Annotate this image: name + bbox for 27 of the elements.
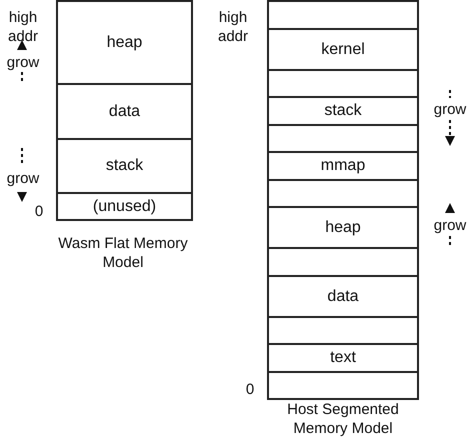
direction-label: grow xyxy=(6,53,40,72)
memory-segment xyxy=(267,179,419,208)
memory-segment xyxy=(267,316,419,345)
direction-label: grow xyxy=(6,169,40,188)
caption: Host Segmented Memory Model xyxy=(286,400,400,438)
memory-segment: heap xyxy=(56,0,193,85)
memory-segment xyxy=(267,124,419,153)
memory-segment: kernel xyxy=(267,28,419,71)
memory-segment: mmap xyxy=(267,151,419,181)
axis-label: high addr xyxy=(6,8,40,46)
memory-segment: stack xyxy=(267,96,419,126)
memory-segment: stack xyxy=(56,138,193,194)
memory-segment: text xyxy=(267,343,419,373)
caption: Wasm Flat Memory Model xyxy=(57,234,189,272)
memory-segment: data xyxy=(267,275,419,318)
direction-label: grow xyxy=(432,100,468,119)
memory-segment xyxy=(267,69,419,98)
memory-segment: (unused) xyxy=(56,192,193,221)
memory-segment xyxy=(267,0,419,30)
axis-label: high addr xyxy=(216,8,250,46)
axis-label: 0 xyxy=(244,380,256,399)
memory-segment: heap xyxy=(267,206,419,249)
memory-segment xyxy=(267,371,419,400)
memory-segment: data xyxy=(56,83,193,140)
memory-segment xyxy=(267,247,419,277)
axis-label: 0 xyxy=(34,202,44,221)
direction-label: grow xyxy=(432,216,468,235)
